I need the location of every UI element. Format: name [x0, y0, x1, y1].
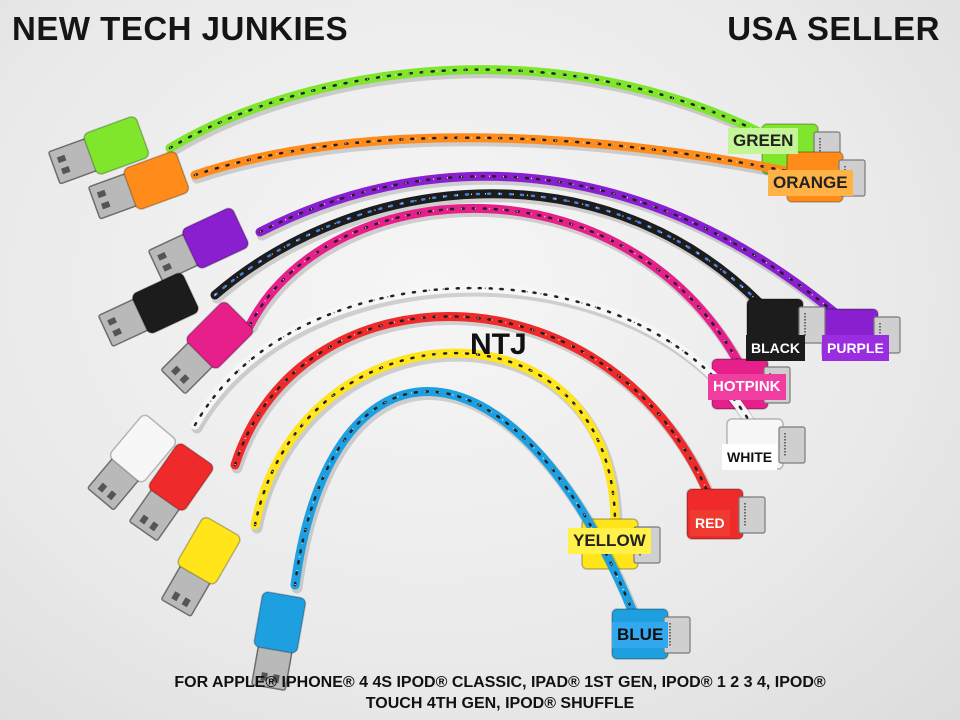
- green-usb-hole-1: [56, 154, 67, 164]
- blue-usb-housing: [253, 591, 307, 654]
- red-dock-metal: [738, 496, 766, 534]
- center-logo-text: NTJ: [470, 328, 527, 361]
- orange-usb-housing: [123, 151, 190, 210]
- hotpink-usb-plug: [161, 301, 254, 394]
- hotpink-cable-braid: [248, 207, 752, 387]
- white-cable-label: WHITE: [722, 444, 778, 470]
- brand-title: NEW TECH JUNKIES: [12, 10, 349, 47]
- red-cable-label: RED: [690, 510, 730, 536]
- purple-usb-plug: [148, 207, 249, 282]
- hotpink-usb-housing: [186, 301, 254, 369]
- purple-usb-hole-2: [162, 262, 173, 272]
- green-usb-hole-2: [60, 166, 71, 175]
- black-cable-braid: [213, 192, 782, 327]
- green-usb-housing: [83, 116, 150, 175]
- orange-usb-hole-1: [96, 189, 107, 199]
- red-usb-hole-1: [139, 514, 149, 525]
- compatibility-line-1: FOR APPLE® IPHONE® 4 4S IPOD® CLASSIC, I…: [174, 674, 826, 691]
- yellow-usb-housing: [177, 516, 241, 585]
- blue-cable-braid: [293, 390, 642, 632]
- seller-location-title: USA SELLER: [727, 10, 940, 47]
- black-cable-label: BLACK: [746, 335, 805, 361]
- purple-usb-housing: [181, 207, 249, 269]
- white-cable: [190, 283, 765, 445]
- purple-cable-braid: [258, 175, 857, 332]
- red-cable-braid-light: [234, 315, 716, 511]
- red-cable-braid: [233, 315, 717, 512]
- green-cable-braid-light: [169, 68, 791, 149]
- orange-cable-label: ORANGE: [768, 170, 853, 196]
- red-usb-hole-2: [149, 521, 159, 532]
- blue-usb-plug: [251, 591, 307, 691]
- hotpink-usb-hole-1: [171, 365, 181, 376]
- red-usb-housing: [148, 443, 214, 512]
- blue-cable-label: BLUE: [612, 622, 669, 648]
- yellow-usb-plug: [161, 516, 241, 617]
- yellow-cable-braid: [253, 352, 617, 532]
- yellow-usb-hole-2: [181, 597, 191, 608]
- hotpink-usb-hole-2: [179, 374, 190, 384]
- black-usb-hole-2: [112, 327, 123, 337]
- compatibility-line-2: TOUCH 4TH GEN, IPOD® SHUFFLE: [365, 695, 635, 712]
- purple-cable-label: PURPLE: [822, 335, 889, 361]
- white-cable-braid: [193, 286, 762, 442]
- white-usb-plug: [87, 414, 177, 510]
- compatibility-footer: FOR APPLE® IPHONE® 4 4S IPOD® CLASSIC, I…: [60, 672, 940, 714]
- green-usb-plug: [48, 116, 150, 185]
- yellow-cable-label: YELLOW: [568, 528, 651, 554]
- hotpink-cable-label: HOTPINK: [708, 374, 786, 400]
- purple-usb-hole-1: [157, 251, 167, 261]
- yellow-usb-hole-1: [171, 591, 181, 602]
- black-usb-plug: [98, 272, 199, 347]
- orange-cable-braid: [193, 136, 822, 180]
- black-usb-hole-1: [107, 316, 117, 326]
- black-usb-housing: [131, 272, 199, 334]
- white-cable-braid-light: [194, 287, 761, 441]
- orange-usb-plug: [88, 151, 190, 220]
- white-usb-hole-1: [97, 482, 108, 493]
- white-usb-hole-2: [106, 490, 117, 501]
- white-dock-metal: [778, 426, 806, 464]
- blue-usb-hole-2: [272, 674, 280, 684]
- blue-usb-hole-1: [260, 672, 268, 681]
- white-usb-housing: [109, 414, 177, 483]
- orange-usb-hole-2: [100, 201, 111, 210]
- green-cable-braid: [168, 68, 792, 150]
- green-cable-label: GREEN: [728, 128, 799, 154]
- red-usb-plug: [129, 443, 214, 541]
